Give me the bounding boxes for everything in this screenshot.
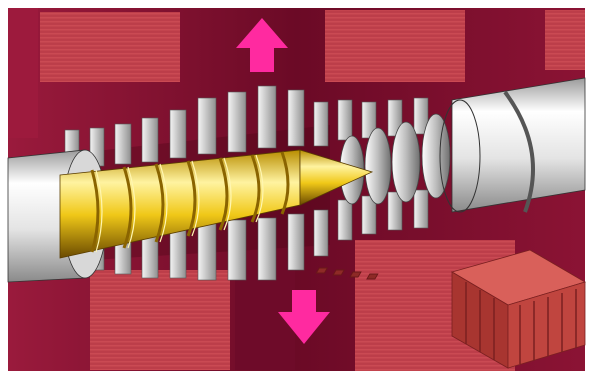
anchor-sleeve-ring [503, 90, 535, 213]
anchor-sleeve-right-rim [439, 99, 481, 213]
brick-block [90, 270, 230, 370]
arrow-down-icon [278, 290, 330, 344]
screw-thread-highlights [95, 154, 264, 253]
arrow-up-icon [236, 18, 288, 72]
brick-block [40, 12, 180, 82]
brick-block [545, 10, 585, 70]
brick-block [8, 8, 38, 138]
perforated-brick-icon [315, 249, 586, 369]
anchor-sleeve-right [451, 77, 586, 213]
brick-block [325, 10, 465, 82]
screw-threads [90, 151, 290, 253]
screw-tip [299, 149, 374, 206]
